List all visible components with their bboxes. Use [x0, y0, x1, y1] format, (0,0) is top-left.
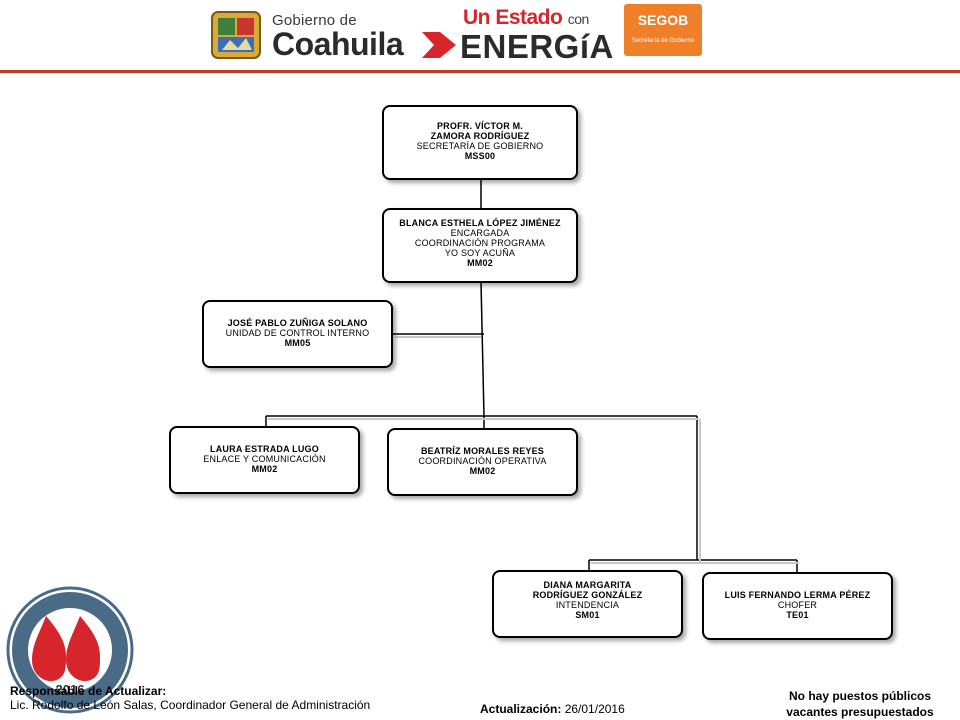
- logo-estado-big-text: ENERGíA: [460, 28, 614, 65]
- org-box-intendencia: DIANA MARGARITA RODRÍGUEZ GONZÁLEZ INTEN…: [492, 570, 683, 638]
- intendencia-role: INTENDENCIA: [555, 600, 620, 610]
- org-box-enlace: LAURA ESTRADA LUGO ENLACE Y COMUNICACIÓN…: [169, 426, 360, 494]
- intendencia-code: SM01: [575, 610, 600, 620]
- enlace-name: LAURA ESTRADA LUGO: [210, 444, 319, 454]
- chofer-role: CHOFER: [777, 600, 818, 610]
- segob-subtitle: Secretaría de Gobierno: [631, 38, 695, 44]
- org-box-control-interno: JOSÉ PABLO ZUÑIGA SOLANO UNIDAD DE CONTR…: [202, 300, 393, 368]
- coahuila-shield-icon: [211, 11, 261, 59]
- encargada-role-line2: COORDINACIÓN PROGRAMA: [414, 238, 546, 248]
- no-vacantes-line2: vacantes presupuestados: [786, 705, 934, 719]
- operativa-name: BEATRÍZ MORALES REYES: [420, 446, 545, 456]
- secretario-name-line1: PROFR. VÍCTOR M.: [436, 121, 524, 131]
- segob-title: SEGOB: [637, 12, 689, 28]
- logo-estado-con-text: con: [567, 11, 590, 27]
- diabetes-campaign-badge: 2016: [6, 586, 134, 714]
- logo-estado-top: Un Estado con: [463, 6, 589, 30]
- encargada-name: BLANCA ESTHELA LÓPEZ JIMÉNEZ: [399, 218, 561, 228]
- header: Gobierno de Coahuila Un Estado con ENERG…: [0, 0, 960, 73]
- logo-coahuila-big-text: Coahuila: [272, 26, 404, 62]
- operativa-code: MM02: [469, 466, 496, 476]
- secretario-role: SECRETARÍA DE GOBIERNO: [416, 141, 544, 151]
- enlace-role: ENLACE Y COMUNICACIÓN: [203, 454, 326, 464]
- badge-year: 2016: [56, 682, 85, 697]
- operativa-role: COORDINACIÓN OPERATIVA: [418, 456, 547, 466]
- chofer-code: TE01: [786, 610, 809, 620]
- logo-coahuila-small-text: Gobierno de: [272, 12, 357, 29]
- intendencia-name-line2: RODRÍGUEZ GONZÁLEZ: [532, 590, 643, 600]
- header-divider: [0, 70, 960, 73]
- control-code: MM05: [284, 338, 311, 348]
- responsable-name: Lic. Rodolfo de León Salas, Coordinador …: [10, 698, 371, 712]
- org-box-chofer: LUIS FERNANDO LERMA PÉREZ CHOFER TE01: [702, 572, 893, 640]
- un-estado-con-energia-logo: Un Estado con ENERGíA: [420, 6, 613, 65]
- control-name: JOSÉ PABLO ZUÑIGA SOLANO: [227, 318, 368, 328]
- org-box-secretario: PROFR. VÍCTOR M. ZAMORA RODRÍGUEZ SECRET…: [382, 105, 578, 180]
- chofer-name: LUIS FERNANDO LERMA PÉREZ: [724, 590, 871, 600]
- org-box-encargada: BLANCA ESTHELA LÓPEZ JIMÉNEZ ENCARGADA C…: [382, 208, 578, 283]
- segob-logo: SEGOB Secretaría de Gobierno: [624, 4, 702, 56]
- encargada-role-line1: ENCARGADA: [450, 228, 510, 238]
- logo-estado-top-text: Un Estado: [463, 6, 563, 29]
- responsable-block: Responsable de Actualizar: Lic. Rodolfo …: [10, 684, 370, 712]
- no-vacantes-line1: No hay puestos públicos: [788, 689, 932, 703]
- encargada-role-line3: YO SOY ACUÑA: [444, 248, 516, 258]
- actualizacion-date: 26/01/2016: [564, 702, 625, 716]
- encargada-code: MM02: [467, 258, 493, 268]
- secretario-name-line2: ZAMORA RODRÍGUEZ: [430, 131, 530, 141]
- gobierno-coahuila-logo: Gobierno de Coahuila: [208, 6, 408, 64]
- energia-arrow-icon: [422, 32, 456, 58]
- control-role: UNIDAD DE CONTROL INTERNO: [225, 328, 370, 338]
- actualizacion-label: Actualización:: [480, 702, 562, 716]
- intendencia-name-line1: DIANA MARGARITA: [543, 580, 632, 590]
- enlace-code: MM02: [251, 464, 278, 474]
- actualizacion-block: Actualización: 26/01/2016: [480, 702, 625, 716]
- org-box-operativa: BEATRÍZ MORALES REYES COORDINACIÓN OPERA…: [387, 428, 578, 496]
- responsable-label: Responsable de Actualizar:: [10, 684, 167, 698]
- no-vacantes-note: No hay puestos públicos vacantes presupu…: [770, 688, 950, 720]
- secretario-code: MSS00: [464, 151, 496, 161]
